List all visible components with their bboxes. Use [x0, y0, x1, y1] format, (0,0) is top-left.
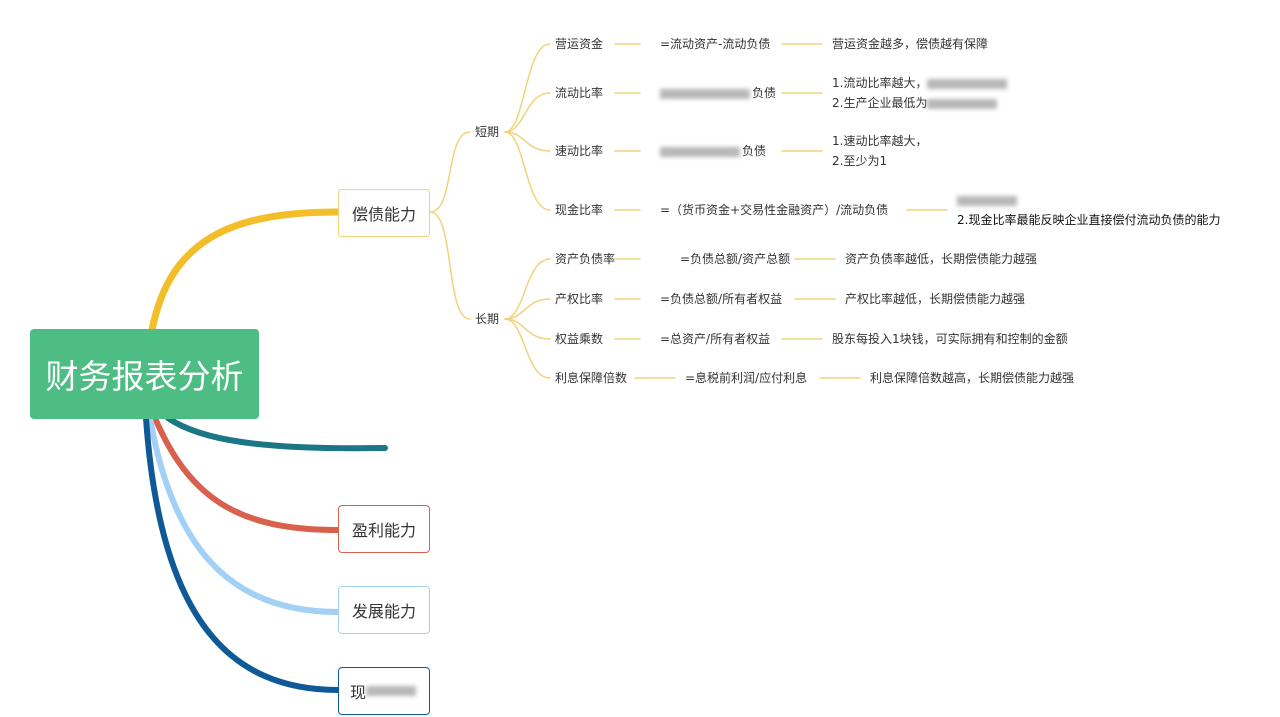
connector-line	[504, 131, 551, 211]
metric-formula-text: 负债	[752, 86, 777, 100]
metric-name-text: 产权比率	[555, 292, 604, 306]
blurred-text	[927, 78, 1008, 89]
metric-name: 流动比率	[555, 85, 603, 101]
connector-line	[504, 43, 551, 133]
metric-note: 2.至少为1	[832, 153, 887, 169]
metric-note: 产权比率越低，长期偿债能力越强	[845, 291, 1025, 307]
blurred-text	[660, 88, 750, 99]
metric-note: 股东每投入1块钱，可实际拥有和控制的金额	[832, 331, 1068, 347]
metric-name: 产权比率	[555, 291, 603, 307]
metric-formula-text: =负债总额/所有者权益	[660, 292, 783, 306]
metric-name-text: 营运资金	[555, 37, 604, 51]
branch-line-profit	[152, 415, 341, 533]
metric-formula: =息税前利润/应付利息	[685, 370, 807, 386]
metric-name-text: 权益乘数	[555, 332, 604, 346]
connector-line	[504, 92, 551, 133]
short-term-label[interactable]: 短期	[475, 125, 500, 139]
blurred-text	[957, 195, 1017, 206]
metric-formula: 负债	[660, 143, 766, 159]
metric-formula-text: =负债总额/资产总额	[680, 252, 791, 266]
branch-line-cash	[143, 415, 341, 693]
root-node[interactable]: 财务报表分析	[30, 329, 259, 419]
metric-note: 利息保障倍数越高，长期偿债能力越强	[870, 370, 1074, 386]
metric-name-text: 流动比率	[555, 86, 604, 100]
connector-line	[429, 131, 471, 213]
metric-formula: =总资产/所有者权益	[660, 331, 770, 347]
node-solvency[interactable]: 偿债能力	[338, 189, 430, 237]
metric-note-text: 营运资金越多，偿债越有保障	[832, 37, 989, 51]
metric-name-text: 速动比率	[555, 144, 604, 158]
metric-note-text: 2.至少为1	[832, 154, 888, 168]
metric-formula: =（货币资金+交易性金融资产）/流动负债	[660, 202, 888, 218]
metric-note	[957, 192, 1019, 208]
metric-name: 权益乘数	[555, 331, 603, 347]
connector-line	[504, 131, 551, 152]
metric-note-text: 1.流动比率越大，	[832, 76, 928, 90]
long-term-label[interactable]: 长期	[475, 312, 500, 326]
metric-note: 2.现金比率最能反映企业直接偿付流动负债的能力	[957, 212, 1220, 228]
metric-note-text: 资产负债率越低，长期偿债能力越强	[845, 252, 1038, 266]
blurred-text	[927, 98, 998, 109]
metric-name-text: 现金比率	[555, 203, 604, 217]
node-cash-flow[interactable]: 现	[338, 667, 430, 715]
metric-formula: 负债	[660, 85, 776, 101]
metric-name-text: 资产负债率	[555, 252, 616, 266]
metric-formula-text: =息税前利润/应付利息	[685, 371, 808, 385]
metric-note: 1.速动比率越大，	[832, 133, 927, 149]
metric-note-text: 1.速动比率越大，	[832, 134, 928, 148]
metric-note: 1.流动比率越大，	[832, 75, 1009, 91]
connector-line	[504, 298, 551, 320]
metric-formula-text: 负债	[742, 144, 767, 158]
metric-note: 2.生产企业最低为	[832, 95, 999, 111]
metric-note: 营运资金越多，偿债越有保障	[832, 36, 988, 52]
node-cash-flow-label: 现	[349, 683, 366, 702]
metric-note-text: 股东每投入1块钱，可实际拥有和控制的金额	[832, 332, 1068, 346]
metric-formula: =负债总额/资产总额	[680, 251, 790, 267]
connector-line	[429, 211, 471, 320]
branch-line-growth	[147, 415, 341, 615]
branch-line-teal	[165, 415, 388, 452]
metric-formula: =负债总额/所有者权益	[660, 291, 782, 307]
metric-name-text: 利息保障倍数	[555, 371, 628, 385]
node-profitability[interactable]: 盈利能力	[338, 505, 430, 553]
gold-connectors	[429, 43, 948, 379]
blurred-text	[366, 686, 416, 696]
metric-note-text: 2.生产企业最低为	[832, 96, 928, 110]
branch-line-solvency	[148, 208, 342, 334]
metric-note-text: 产权比率越低，长期偿债能力越强	[845, 292, 1026, 306]
metric-name: 资产负债率	[555, 251, 615, 267]
connector-line	[504, 318, 551, 379]
metric-name: 营运资金	[555, 36, 603, 52]
metric-formula-text: =总资产/所有者权益	[660, 332, 771, 346]
node-growth[interactable]: 发展能力	[338, 586, 430, 634]
connector-line	[504, 258, 551, 320]
metric-note: 资产负债率越低，长期偿债能力越强	[845, 251, 1037, 267]
blurred-text	[660, 146, 740, 157]
metric-formula-text: =流动资产-流动负债	[660, 37, 771, 51]
metric-name: 现金比率	[555, 202, 603, 218]
metric-note-text: 2.现金比率最能反映企业直接偿付流动负债的能力	[957, 213, 1221, 227]
metric-note-text: 利息保障倍数越高，长期偿债能力越强	[870, 371, 1075, 385]
metric-name: 速动比率	[555, 143, 603, 159]
metric-formula: =流动资产-流动负债	[660, 36, 770, 52]
metric-formula-text: =（货币资金+交易性金融资产）/流动负债	[660, 203, 889, 217]
metric-name: 利息保障倍数	[555, 370, 627, 386]
